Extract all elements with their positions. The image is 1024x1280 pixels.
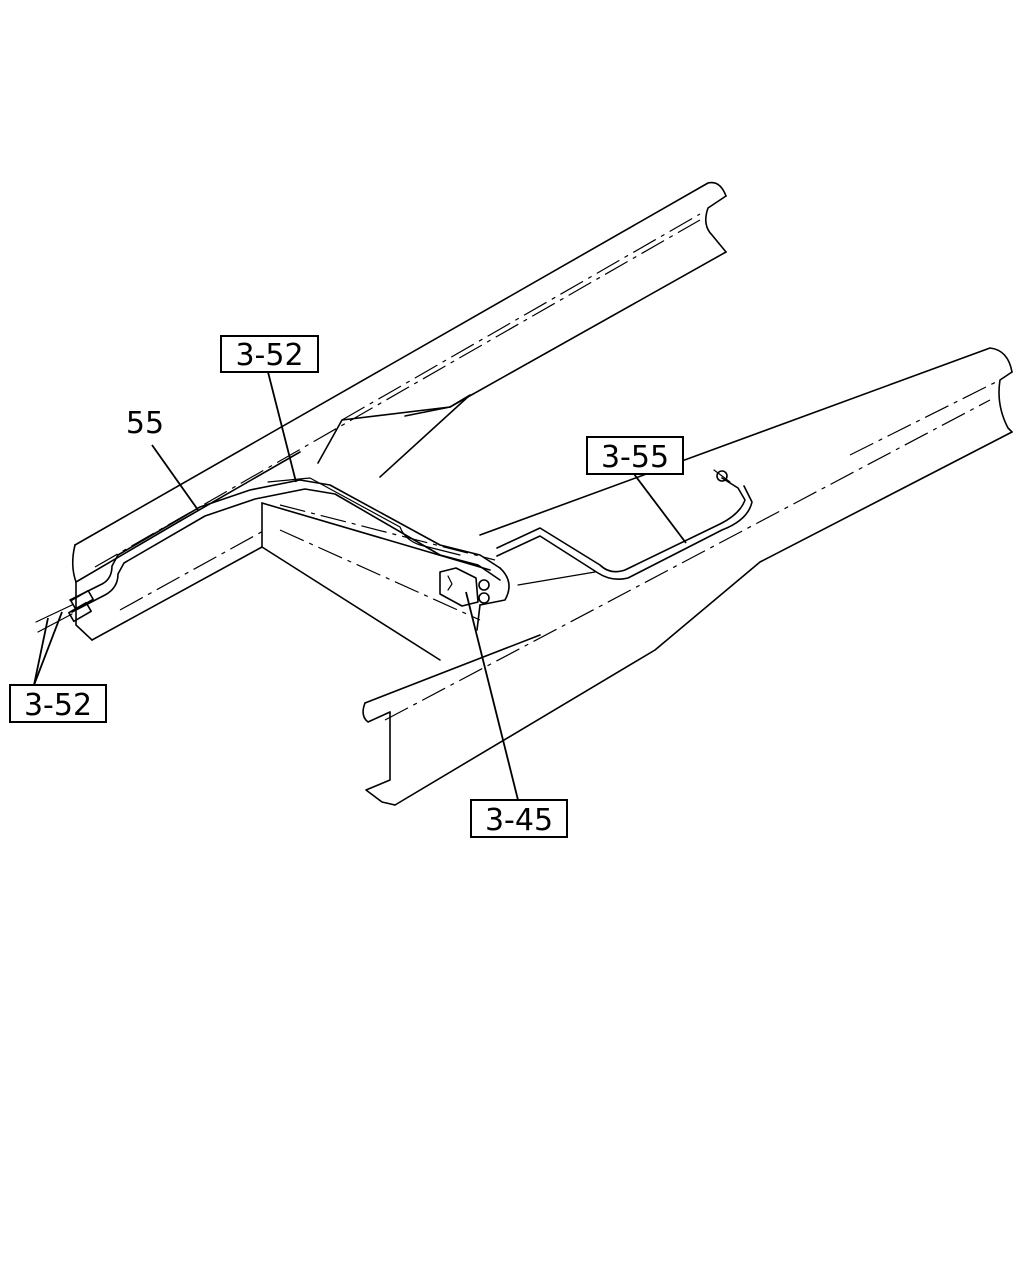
leader-55 <box>151 444 199 511</box>
leader-3-45 <box>465 591 519 801</box>
callout-3-45-text: 3-45 <box>485 803 553 838</box>
callout-3-55-text: 3-55 <box>601 440 669 475</box>
callout-3-52-top-text: 3-52 <box>235 338 303 373</box>
lower-frame-rail <box>362 347 1013 806</box>
leader-3-52-top <box>267 371 297 483</box>
callout-55[interactable]: 55 <box>126 406 164 441</box>
callout-3-55[interactable]: 3-55 <box>586 436 684 475</box>
pipe-clip-bracket <box>439 567 490 631</box>
cross-member <box>75 502 496 661</box>
callout-3-52-top[interactable]: 3-52 <box>220 335 319 373</box>
leader-3-55 <box>633 473 687 544</box>
callout-3-52-left-text: 3-52 <box>24 688 92 723</box>
callout-3-45[interactable]: 3-45 <box>470 799 568 838</box>
brake-pipe-assembly <box>35 469 753 633</box>
leader-3-52-left-b <box>33 611 63 686</box>
leader-lines <box>33 371 687 801</box>
leader-3-52-left-a <box>33 617 49 686</box>
callout-3-52-left[interactable]: 3-52 <box>9 684 107 723</box>
callout-55-text: 55 <box>126 406 164 441</box>
